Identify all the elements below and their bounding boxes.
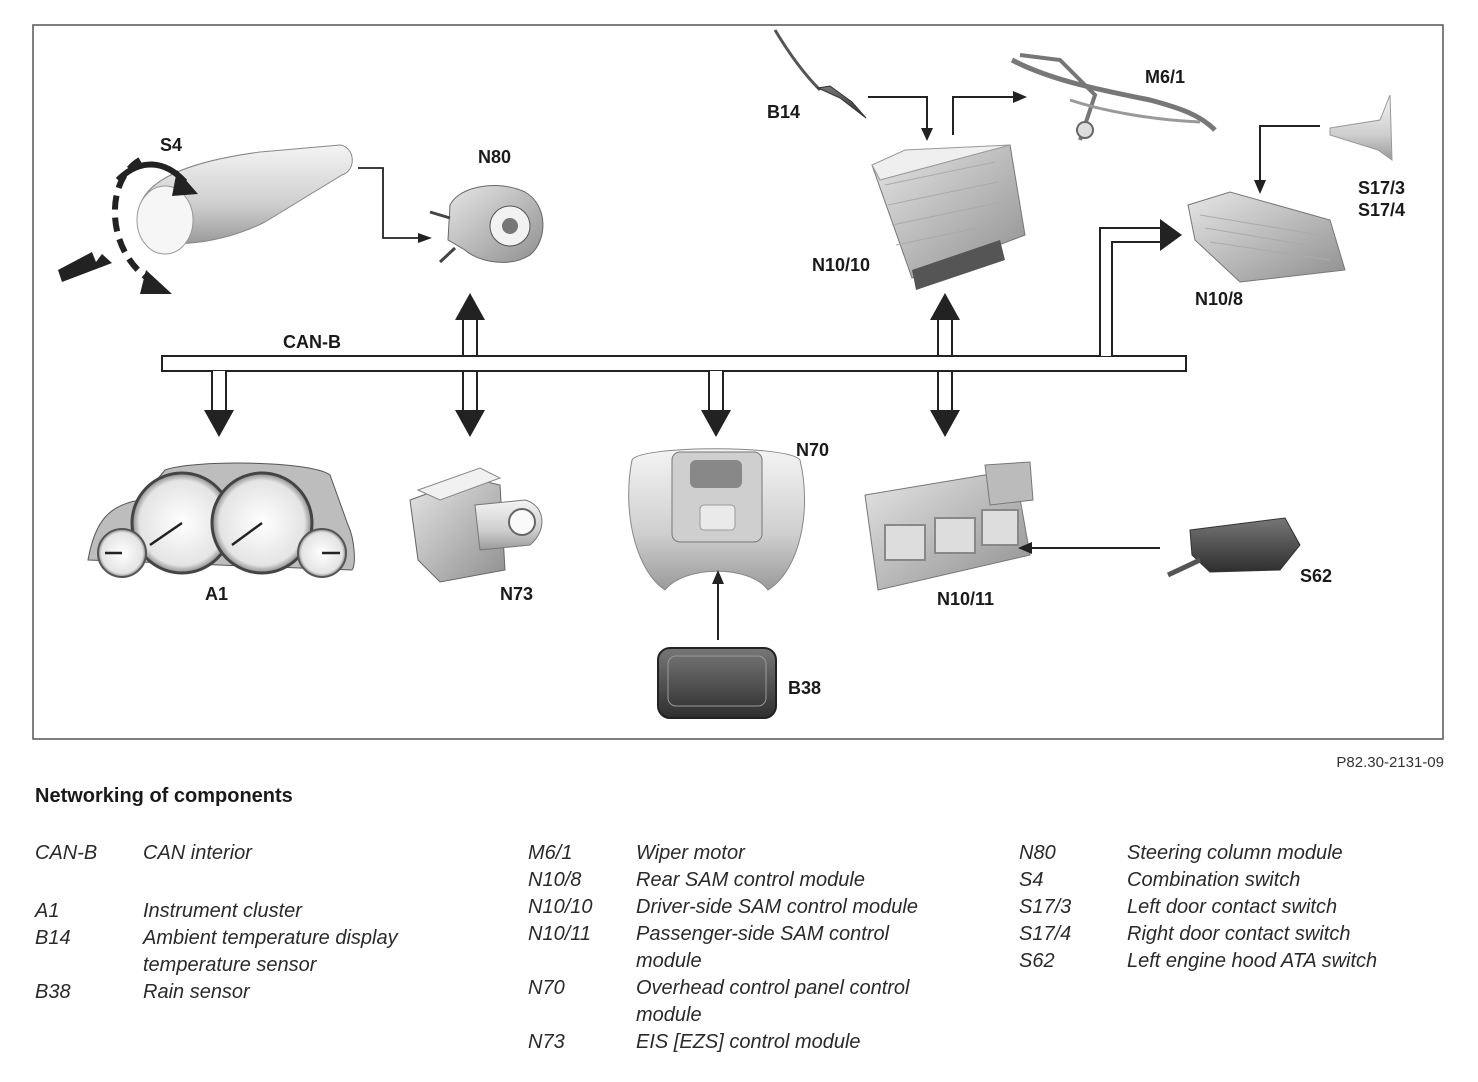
legend-code: B14 bbox=[35, 927, 71, 949]
legend-desc: Driver-side SAM control module bbox=[636, 896, 918, 918]
legend-desc: temperature sensor bbox=[143, 954, 317, 976]
legend-code: S4 bbox=[1019, 869, 1044, 891]
label-s4: S4 bbox=[160, 135, 182, 155]
legend-row: N10/8 Rear SAM control module bbox=[528, 867, 918, 894]
legend-desc: Passenger-side SAM control bbox=[636, 923, 890, 945]
legend-column-2: M6/1 Wiper motor N10/8 Rear SAM control … bbox=[528, 840, 918, 1056]
legend-code: S17/3 bbox=[1019, 896, 1072, 918]
legend-desc: Rain sensor bbox=[143, 981, 250, 1003]
b14-to-n10-10-arrow bbox=[868, 96, 928, 130]
label-s17-4: S17/4 bbox=[1358, 200, 1405, 220]
wiper-motor-image bbox=[1010, 53, 1217, 141]
legend-desc: module bbox=[636, 1004, 702, 1026]
label-b14: B14 bbox=[767, 102, 800, 122]
figure-reference: P82.30-2131-09 bbox=[1336, 754, 1444, 771]
legend-code: A1 bbox=[35, 900, 60, 922]
legend-row: temperature sensor bbox=[35, 952, 398, 979]
label-n10-10: N10/10 bbox=[812, 255, 870, 275]
rain-sensor-image bbox=[657, 647, 777, 719]
legend-code: B38 bbox=[35, 981, 71, 1003]
legend-row: N10/11 Passenger-side SAM control bbox=[528, 921, 918, 948]
s17-to-n10-8-arrow bbox=[1259, 125, 1320, 182]
legend-row: S17/3 Left door contact switch bbox=[1019, 894, 1377, 921]
legend-row: N73 EIS [EZS] control module bbox=[528, 1029, 918, 1056]
figure-caption: Networking of components bbox=[35, 785, 293, 807]
legend-row: N10/10 Driver-side SAM control module bbox=[528, 894, 918, 921]
passenger-side-sam-image bbox=[864, 461, 1034, 591]
legend-column-1: CAN-B CAN interior A1 Instrument cluster… bbox=[35, 840, 398, 1006]
arrow-to-n10-8 bbox=[1160, 219, 1182, 251]
door-contact-switch-image bbox=[1329, 94, 1393, 161]
legend-desc: Ambient temperature display bbox=[143, 927, 398, 949]
n10-10-to-m6-1-arrow bbox=[952, 96, 1015, 135]
legend-code: N80 bbox=[1019, 842, 1056, 864]
legend-code: S17/4 bbox=[1019, 923, 1072, 945]
legend-row: M6/1 Wiper motor bbox=[528, 840, 918, 867]
legend-desc: Rear SAM control module bbox=[636, 869, 865, 891]
legend-desc: Combination switch bbox=[1127, 869, 1301, 891]
legend-desc: CAN interior bbox=[143, 842, 252, 864]
combination-switch-image bbox=[58, 144, 353, 294]
legend-code: N10/8 bbox=[528, 869, 582, 891]
overhead-control-panel-image bbox=[628, 448, 806, 591]
legend-row: CAN-B CAN interior bbox=[35, 840, 398, 867]
label-b38: B38 bbox=[788, 678, 821, 698]
legend-row: S62 Left engine hood ATA switch bbox=[1019, 948, 1377, 975]
label-n10-11: N10/11 bbox=[937, 589, 994, 609]
legend-desc: Wiper motor bbox=[636, 842, 745, 864]
driver-side-sam-image bbox=[871, 144, 1026, 290]
legend-row: B14 Ambient temperature display bbox=[35, 925, 398, 952]
legend-desc: Instrument cluster bbox=[143, 900, 302, 922]
hood-switch-image bbox=[1166, 517, 1301, 578]
legend-code: N73 bbox=[528, 1031, 565, 1053]
label-m6-1: M6/1 bbox=[1145, 67, 1185, 87]
temperature-sensor-image bbox=[773, 29, 867, 119]
label-s17-3: S17/3 bbox=[1358, 178, 1405, 198]
legend-row: module bbox=[528, 948, 918, 975]
can-b-bus bbox=[161, 227, 1187, 372]
legend-code: N10/10 bbox=[528, 896, 593, 918]
legend-desc: EIS [EZS] control module bbox=[636, 1031, 861, 1053]
legend-row: N80 Steering column module bbox=[1019, 840, 1377, 867]
legend-code: CAN-B bbox=[35, 842, 98, 864]
legend-code: S62 bbox=[1019, 950, 1055, 972]
legend-desc: Steering column module bbox=[1127, 842, 1343, 864]
legend-row: N70 Overhead control panel control bbox=[528, 975, 918, 1002]
label-n80: N80 bbox=[478, 147, 511, 167]
legend-row: B38 Rain sensor bbox=[35, 979, 398, 1006]
legend-row: module bbox=[528, 1002, 918, 1029]
legend-desc: Right door contact switch bbox=[1127, 923, 1351, 945]
label-s62: S62 bbox=[1300, 566, 1332, 586]
legend-desc: module bbox=[636, 950, 702, 972]
bus-arrows bbox=[211, 318, 953, 413]
label-can-b: CAN-B bbox=[283, 332, 341, 352]
diagram-frame bbox=[32, 24, 1444, 740]
steering-column-module-image bbox=[429, 185, 544, 264]
component-network-diagram: S4 N80 B14 M6/1 N10/10 S17/3 S17/4 N10/8… bbox=[32, 24, 1444, 740]
legend-column-3: N80 Steering column module S4 Combinatio… bbox=[1019, 840, 1377, 975]
legend-desc: Overhead control panel control bbox=[636, 977, 910, 999]
legend-code: N10/11 bbox=[528, 923, 592, 945]
rear-sam-image bbox=[1187, 191, 1346, 283]
s4-to-n80-arrow bbox=[358, 167, 420, 239]
label-n70: N70 bbox=[796, 440, 829, 460]
legend-code: M6/1 bbox=[528, 842, 573, 864]
legend-desc: Left door contact switch bbox=[1127, 896, 1338, 918]
arrow-heads bbox=[204, 293, 960, 437]
legend-code: N70 bbox=[528, 977, 565, 999]
legend-row: A1 Instrument cluster bbox=[35, 898, 398, 925]
eis-control-module-image bbox=[409, 467, 543, 583]
label-n10-8: N10/8 bbox=[1195, 289, 1243, 309]
legend-row: S17/4 Right door contact switch bbox=[1019, 921, 1377, 948]
label-a1: A1 bbox=[205, 584, 228, 604]
label-n73: N73 bbox=[500, 584, 533, 604]
legend-row: S4 Combination switch bbox=[1019, 867, 1377, 894]
instrument-cluster-image bbox=[87, 462, 355, 578]
legend-desc: Left engine hood ATA switch bbox=[1127, 950, 1378, 972]
